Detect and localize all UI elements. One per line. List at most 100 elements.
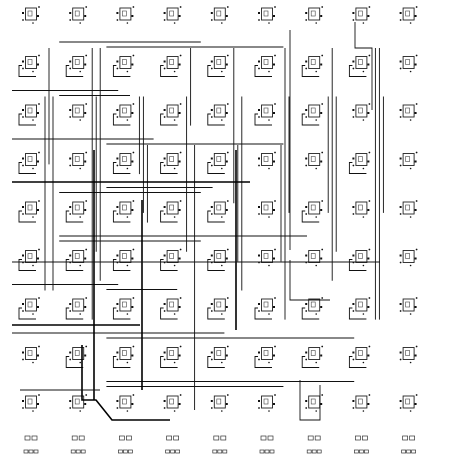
io-pad [406, 449, 411, 454]
cell-pin [163, 109, 166, 111]
logic-cell [261, 250, 273, 263]
logic-cell-core [122, 253, 127, 259]
logic-cell-core [169, 204, 174, 211]
cell-pin [315, 264, 318, 267]
io-pad [33, 449, 39, 454]
cell-pin [305, 213, 308, 215]
logic-cell-core [122, 107, 127, 114]
cell-pin [22, 19, 24, 21]
io-pad [401, 449, 406, 454]
logic-cell-core [122, 204, 127, 211]
cell-pin [258, 206, 260, 208]
cell-pin [226, 103, 229, 105]
logic-cell-core [263, 253, 269, 259]
cell-pin [173, 410, 176, 412]
cell-pin [116, 60, 119, 63]
cell-pin [37, 354, 39, 357]
cell-pin [409, 22, 412, 24]
cell-pin [22, 12, 24, 14]
cell-pin [274, 394, 276, 396]
long-net [81, 345, 170, 421]
cell-pin [368, 248, 371, 251]
io-pad [307, 435, 314, 441]
cell-pin [305, 310, 308, 312]
cell-pin [273, 15, 275, 17]
cell-stub-route [254, 65, 272, 77]
cell-pin [352, 60, 355, 63]
cell-pin [320, 112, 323, 114]
cell-pin [352, 157, 355, 160]
cell-pin [163, 157, 166, 160]
cell-pin [210, 67, 213, 70]
logic-cell-core [122, 10, 127, 17]
cell-stub-route [207, 259, 225, 271]
logic-cell-core [74, 156, 80, 162]
cell-pin [84, 209, 87, 211]
logic-cell-core [169, 156, 174, 162]
cell-pin [225, 63, 228, 66]
cell-stub-route [160, 65, 178, 77]
cell-stub-route [112, 259, 131, 271]
logic-cell [308, 56, 321, 69]
cell-pin [268, 22, 270, 24]
logic-cell-core [27, 350, 33, 356]
logic-cell [119, 56, 132, 69]
cell-pin [178, 257, 181, 260]
logic-cell [355, 347, 368, 360]
logic-cell [261, 201, 273, 215]
logic-cell [308, 395, 321, 409]
cell-pin [320, 160, 323, 163]
io-pad [306, 449, 312, 454]
logic-cell [402, 104, 415, 118]
cell-pin [38, 6, 40, 8]
cell-pin [415, 103, 418, 105]
cell-stub-route [160, 356, 178, 368]
cell-stub-route [18, 65, 36, 77]
logic-cell [213, 395, 226, 409]
logic-cell [119, 104, 132, 118]
cell-stub-route [65, 356, 84, 368]
logic-cell-core [263, 10, 269, 17]
logic-cell [166, 298, 179, 312]
cell-pin [69, 164, 72, 167]
cell-pin [315, 216, 318, 218]
cell-pin [116, 109, 119, 111]
logic-cell [308, 7, 321, 21]
cell-stub-route [18, 210, 36, 223]
logic-cell-core [405, 107, 410, 114]
cell-pin [69, 400, 72, 402]
logic-cell-core [310, 253, 316, 259]
cell-stub-route [207, 307, 225, 320]
logic-cell-core [358, 156, 363, 162]
logic-cell-core [122, 156, 127, 162]
cell-pin [84, 354, 87, 357]
cell-pin [399, 206, 402, 208]
logic-cell [72, 104, 85, 118]
cell-pin [320, 15, 323, 17]
io-pad [78, 435, 85, 441]
cell-pin [362, 216, 365, 218]
cell-pin [131, 403, 134, 405]
cell-pin [37, 63, 39, 66]
cell-pin [79, 313, 81, 315]
cell-pin [173, 22, 176, 24]
logic-cell [166, 56, 179, 69]
cell-pin [69, 12, 72, 14]
io-pad [260, 435, 267, 441]
cell-stub-route [207, 113, 225, 126]
cell-pin [409, 264, 412, 267]
cell-pin [409, 313, 412, 315]
io-pad [123, 449, 128, 454]
logic-cell [25, 104, 37, 118]
cell-pin [179, 297, 182, 299]
cell-pin [268, 167, 270, 170]
logic-cell-core [216, 253, 222, 259]
cell-pin [305, 12, 308, 14]
cell-pin [268, 264, 270, 267]
logic-cell [166, 347, 179, 360]
logic-cell-core [216, 301, 222, 308]
logic-cell [402, 395, 415, 409]
cell-pin [320, 306, 323, 308]
cell-pin [116, 351, 119, 354]
logic-cell-core [263, 59, 269, 65]
